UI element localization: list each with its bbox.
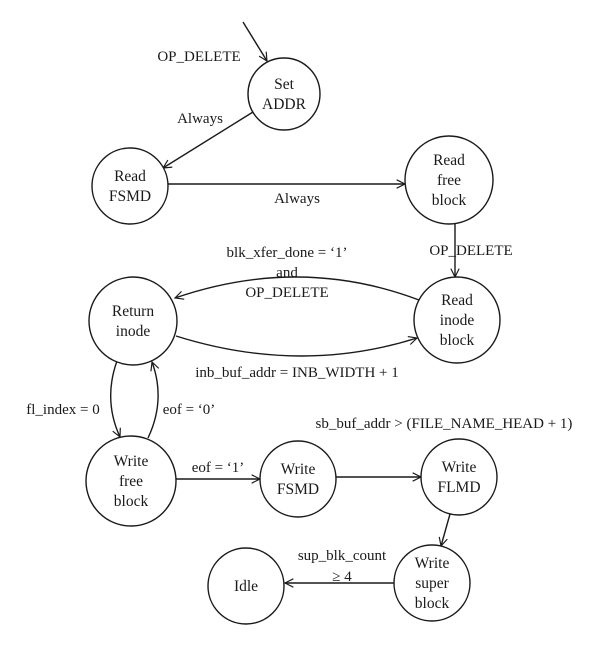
- state-label: inode: [116, 323, 151, 340]
- transition-arrow-t5: [175, 335, 417, 357]
- transition-label-t11: sup_blk_count: [298, 548, 387, 564]
- state-label: free: [437, 172, 461, 189]
- state-circle: [85, 435, 177, 527]
- transition-label-t6: fl_index = 0: [26, 402, 99, 418]
- state-label: Read: [114, 168, 146, 185]
- state-read-inode-block: Read inode block: [413, 276, 501, 364]
- state-circle: [404, 135, 494, 225]
- state-circle: [88, 276, 178, 366]
- transition-arrow-t1: [163, 111, 254, 168]
- state-label: block: [415, 595, 450, 612]
- transition-label-t4: blk_xfer_done = ‘1’: [227, 245, 348, 261]
- state-label: Set: [274, 76, 295, 93]
- transition-arrow-t10: [441, 513, 451, 546]
- transition-label-t2: Always: [274, 191, 320, 207]
- transition-label-t1: Always: [177, 111, 223, 127]
- transition-label-t4: and: [276, 265, 298, 281]
- transition-label-t9: sb_buf_addr > (FILE_NAME_HEAD + 1): [316, 416, 573, 432]
- transition-label-t11: ≥ 4: [332, 569, 352, 585]
- state-label: ADDR: [262, 96, 307, 113]
- transition-label-entry: OP_DELETE: [157, 49, 240, 65]
- state-write-free-block: Write free block: [85, 435, 177, 527]
- state-label: Write: [442, 459, 477, 476]
- transitions-layer: [109, 21, 455, 583]
- state-circle: [247, 57, 321, 131]
- transition-label-t3: OP_DELETE: [429, 243, 512, 259]
- state-label: FSMD: [277, 481, 319, 498]
- state-circle: [91, 147, 169, 225]
- state-read-free-block: Read free block: [404, 135, 494, 225]
- state-label: Write: [281, 461, 316, 478]
- state-write-super-block: Write super block: [393, 544, 471, 622]
- state-circle: [259, 440, 337, 518]
- state-label: Write: [114, 453, 149, 470]
- state-circle: [393, 544, 471, 622]
- state-label: Idle: [234, 578, 258, 595]
- transition-label-t5: inb_buf_addr = INB_WIDTH + 1: [195, 365, 399, 381]
- state-label: FSMD: [109, 188, 151, 205]
- transition-labels-layer: OP_DELETEAlwaysAlwaysOP_DELETEblk_xfer_d…: [26, 49, 572, 585]
- transition-label-t8: eof = ‘1’: [192, 460, 245, 476]
- transition-arrow-t4: [175, 276, 420, 301]
- transition-label-t7: eof = ‘0’: [163, 402, 216, 418]
- state-label: Read: [441, 292, 473, 309]
- state-label: block: [432, 192, 467, 209]
- state-label: block: [440, 332, 475, 349]
- transition-arrow-t6: [109, 360, 120, 437]
- states-layer: SetADDRReadFSMDReadfreeblockReadinodeblo…: [85, 57, 501, 625]
- state-return-inode: Return inode: [88, 276, 178, 366]
- state-circle: [207, 547, 285, 625]
- state-label: free: [119, 473, 143, 490]
- state-idle: Idle: [207, 547, 285, 625]
- state-label: Write: [415, 555, 450, 572]
- transition-arrow-t7: [147, 362, 158, 439]
- transition-arrow-entry: [242, 21, 267, 61]
- state-label: Read: [433, 152, 465, 169]
- state-circle: [420, 438, 498, 516]
- state-label: Return: [112, 303, 154, 320]
- state-label: block: [114, 493, 149, 510]
- state-label: super: [415, 575, 449, 592]
- state-label: FLMD: [437, 479, 480, 496]
- state-label: inode: [440, 312, 475, 329]
- state-circle: [413, 276, 501, 364]
- transition-label-t4: OP_DELETE: [245, 285, 328, 301]
